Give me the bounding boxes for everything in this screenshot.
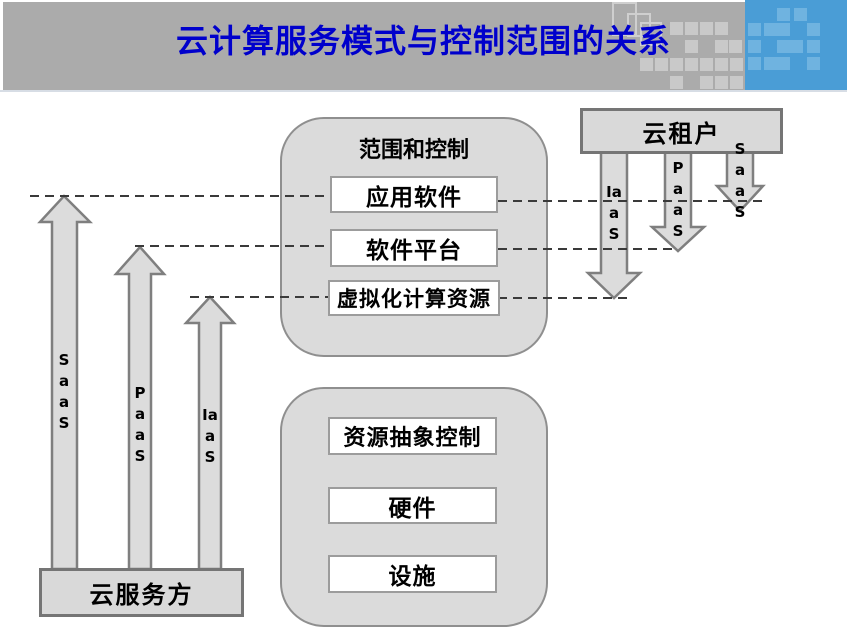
decor-square <box>670 58 683 71</box>
decor-square <box>715 58 728 71</box>
decor-square <box>794 8 807 21</box>
page-title: 云计算服务模式与控制范围的关系 <box>175 22 671 60</box>
decor-square <box>748 23 761 36</box>
decor-square <box>777 8 790 21</box>
decor-square <box>748 57 761 70</box>
decor-square <box>640 58 653 71</box>
scope-panel-title: 范围和控制 <box>358 138 469 163</box>
decor-outline-rect <box>612 2 637 36</box>
decor-square <box>685 22 698 35</box>
decor-square <box>715 40 728 53</box>
decor-square <box>777 23 790 36</box>
decor-square <box>764 23 777 36</box>
decor-square <box>730 76 743 89</box>
decor-square <box>655 58 668 71</box>
decor-square <box>700 22 713 35</box>
box-resource-abstraction: 资源抽象控制 <box>328 417 497 455</box>
box-facility: 设施 <box>328 555 497 593</box>
decor-square <box>700 76 713 89</box>
decor-outline-rect <box>640 22 662 46</box>
provider-iaas-label: IaaS <box>202 406 218 466</box>
box-virtualized-resources: 虚拟化计算资源 <box>328 280 500 316</box>
decor-square <box>777 57 790 70</box>
box-hardware: 硬件 <box>328 487 497 524</box>
decor-square <box>670 76 683 89</box>
cloud-tenant-box: 云租户 <box>580 108 783 154</box>
decor-square <box>764 57 777 70</box>
tenant-iaas-label: IaaS <box>606 183 622 243</box>
tenant-saas-down-arrow <box>714 148 766 213</box>
cloud-provider-box: 云服务方 <box>39 568 244 617</box>
decor-square <box>748 40 761 53</box>
decor-square <box>685 58 698 71</box>
decor-square <box>670 22 683 35</box>
decor-square <box>807 57 820 70</box>
decor-square <box>729 40 742 53</box>
decor-square <box>807 40 820 53</box>
box-software-platform: 软件平台 <box>330 229 498 267</box>
tenant-iaas-down-arrow <box>584 148 644 300</box>
decor-square <box>777 40 790 53</box>
provider-paas-label: PaaS <box>134 384 146 465</box>
tenant-paas-label: PaaS <box>672 159 684 240</box>
decor-square <box>700 58 713 71</box>
tenant-saas-label: SaaS <box>734 140 746 221</box>
provider-saas-label: SaaS <box>58 351 70 432</box>
header-underline <box>0 90 847 92</box>
decor-square <box>730 58 743 71</box>
header-gray-band <box>3 2 745 90</box>
decor-square <box>685 40 698 53</box>
decor-square <box>807 23 820 36</box>
decor-square <box>790 40 803 53</box>
box-application-software: 应用软件 <box>330 176 498 213</box>
decor-outline-rect <box>627 13 651 37</box>
decor-square <box>715 76 728 89</box>
decor-square <box>715 22 728 35</box>
